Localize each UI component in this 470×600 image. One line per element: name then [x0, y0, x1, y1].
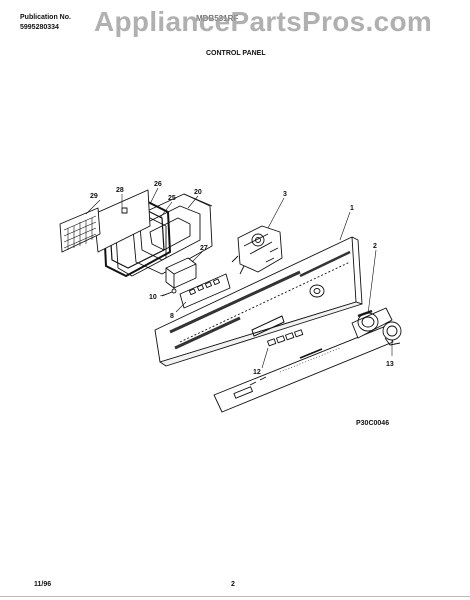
callout-20: 20: [194, 189, 202, 196]
figure-code: P30C0046: [356, 420, 390, 427]
callout-2: 2: [373, 243, 377, 250]
publication-number: 5995280334: [20, 24, 59, 31]
callout-numbers: 29 28 26 25 20 3 1 27 2 10 8 13 12: [90, 181, 394, 376]
control-panel-body: [154, 236, 363, 367]
callout-29: 29: [90, 193, 98, 200]
footer-date: 11/96: [34, 581, 52, 588]
callout-8: 8: [170, 313, 174, 320]
switch-bracket: [179, 273, 231, 309]
vent-plate: [93, 189, 151, 253]
callout-26: 26: [154, 181, 162, 188]
timer-assembly: [231, 225, 283, 275]
callout-28: 28: [116, 187, 124, 194]
leader-lines: [85, 187, 393, 369]
model-number: MDB531RF: [196, 14, 239, 23]
dispenser-housing: [131, 193, 213, 275]
bottom-rule: [0, 596, 470, 597]
knob-bezel: [351, 307, 393, 339]
callout-10: 10: [149, 294, 157, 301]
control-panel-overlay: [213, 325, 394, 413]
watermark: AppliancePartsPros.com: [94, 6, 433, 37]
callout-25: 25: [168, 195, 176, 202]
callout-3: 3: [283, 191, 287, 198]
publication-label: Publication No.: [20, 14, 71, 21]
callout-1: 1: [350, 205, 354, 212]
callout-13: 13: [386, 361, 394, 368]
section-title: CONTROL PANEL: [206, 50, 266, 57]
vent-grille: [59, 207, 101, 253]
button-row: [267, 329, 304, 347]
small-cover: [165, 257, 197, 289]
callout-27: 27: [200, 245, 208, 252]
callout-12: 12: [253, 369, 261, 376]
page-number: 2: [231, 581, 235, 588]
